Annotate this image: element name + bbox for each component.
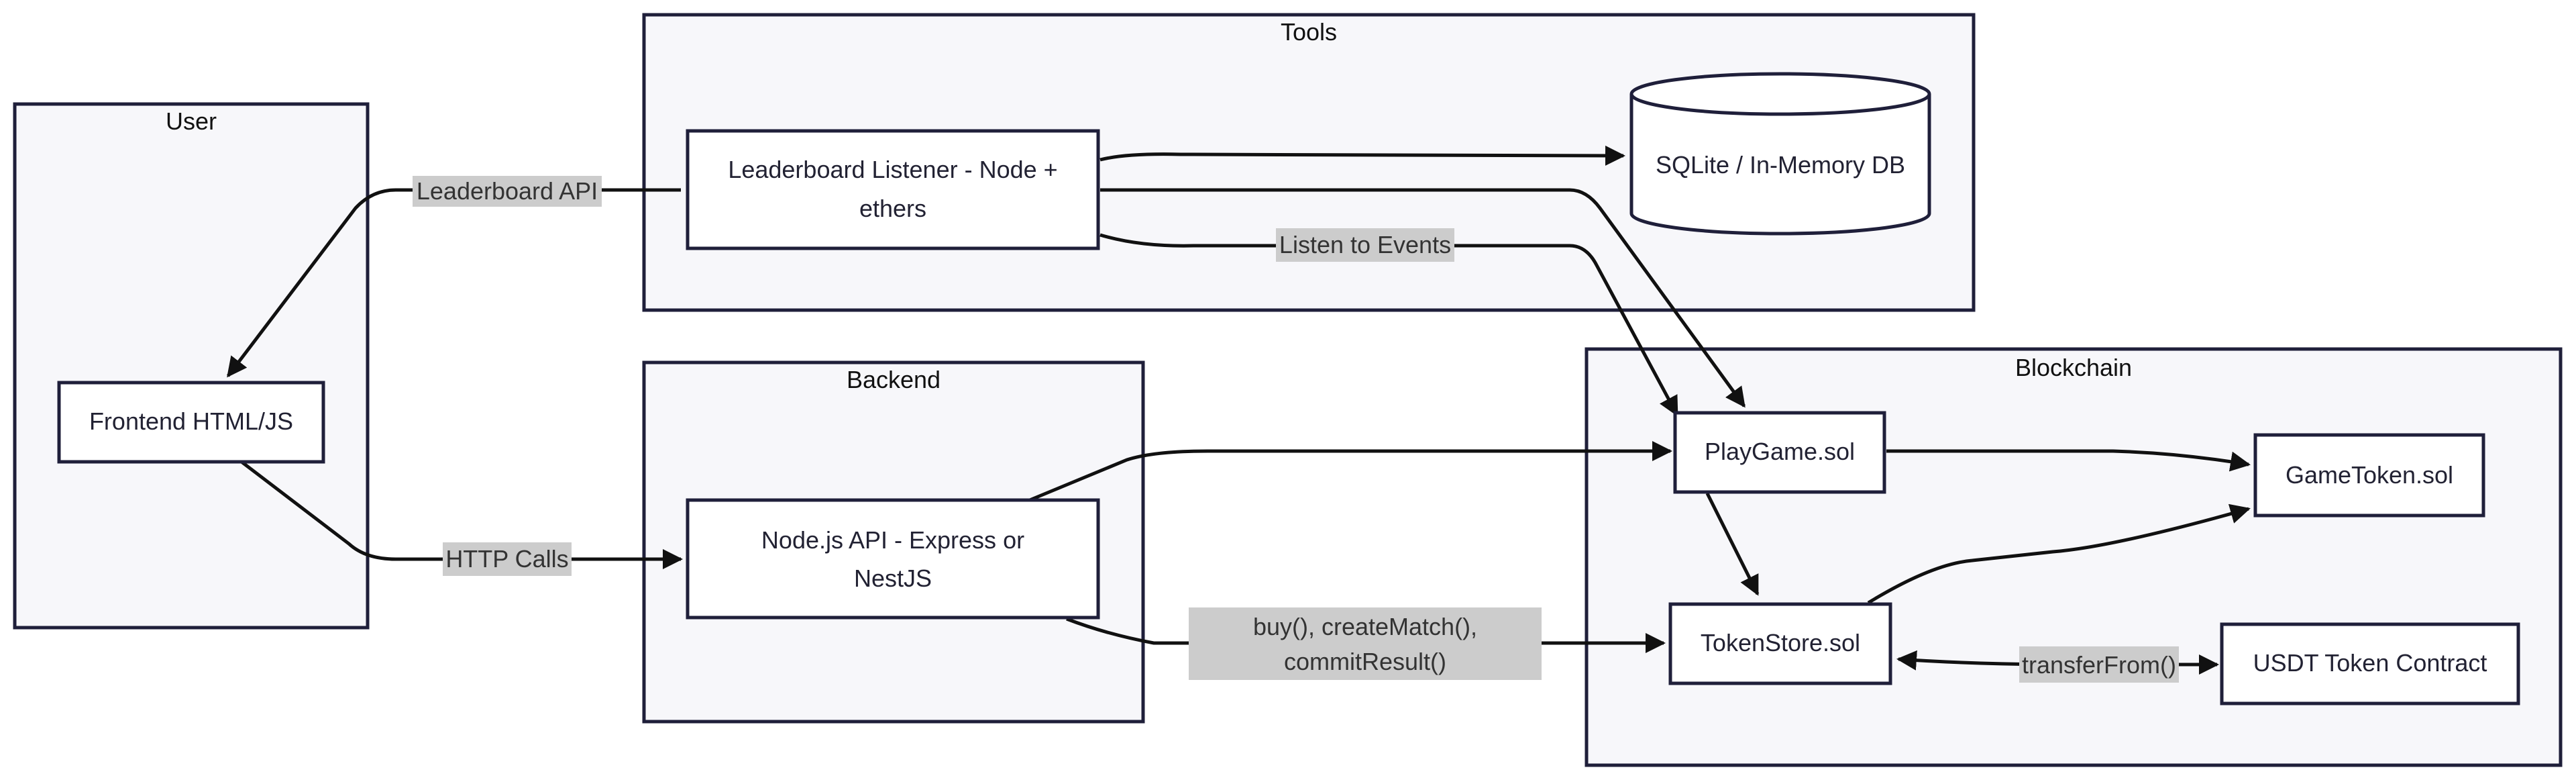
edge-label-text: HTTP Calls [445, 545, 568, 573]
edge-label-bg [2019, 646, 2179, 683]
edge-label-text-line2: commitResult() [1284, 648, 1446, 675]
node-usdt-contract-box[interactable] [2220, 622, 2520, 705]
node-nodejs-api[interactable]: Node.js API - Express or NestJS [686, 498, 1100, 620]
edge-leaderboard-api [227, 188, 681, 378]
edge-label-transfer-from: transferFrom() [2019, 646, 2179, 683]
node-leaderboard-listener[interactable]: Leaderboard Listener - Node + ethers [686, 129, 1100, 250]
edge-label-text: transferFrom() [2022, 651, 2176, 679]
edge-label-bg [1276, 228, 1454, 262]
database-cylinder-top [1629, 72, 1931, 116]
node-gametoken-box[interactable] [2253, 433, 2485, 518]
user-group-box [13, 102, 370, 630]
edge-label-http-calls: HTTP Calls [443, 542, 572, 576]
edge-label-leaderboard-api: Leaderboard API [413, 176, 602, 207]
node-usdt-contract-label: USDT Token Contract [2253, 649, 2487, 677]
edge-tokenstore-to-gametoken [1867, 503, 2251, 605]
node-frontend-box[interactable] [57, 381, 325, 464]
edge-api-to-playgame [1029, 441, 1672, 502]
node-sqlite-label: SQLite / In-Memory DB [1656, 151, 1905, 179]
node-usdt-contract[interactable]: USDT Token Contract [2220, 622, 2520, 705]
node-leaderboard-listener-label-line1: Leaderboard Listener - Node + [728, 156, 1057, 183]
node-tokenstore[interactable]: TokenStore.sol [1668, 602, 1892, 685]
node-leaderboard-listener-label-line2: ethers [859, 195, 926, 222]
node-nodejs-api-box[interactable] [686, 498, 1100, 620]
edge-label-text: Leaderboard API [417, 177, 598, 205]
edge-label-bg [443, 542, 572, 576]
user-group-label: User [166, 107, 217, 135]
node-sqlite-db[interactable]: SQLite / In-Memory DB [1629, 72, 1931, 236]
edge-api-to-tokenstore [1066, 617, 1666, 653]
node-frontend-label: Frontend HTML/JS [89, 407, 293, 435]
edge-label-listen-events: Listen to Events [1276, 228, 1454, 262]
node-nodejs-api-label-line1: Node.js API - Express or [761, 526, 1024, 554]
blockchain-group-label: Blockchain [2015, 354, 2132, 381]
node-tokenstore-box[interactable] [1668, 602, 1892, 685]
node-leaderboard-listener-box[interactable] [686, 129, 1100, 250]
edge-label-text-line1: buy(), createMatch(), [1253, 613, 1477, 640]
edge-http-calls [240, 460, 683, 569]
tools-group-label: Tools [1281, 18, 1337, 46]
node-playgame-box[interactable] [1673, 411, 1886, 494]
edge-listener-to-playgame [1100, 188, 1746, 408]
edge-label-bg [1189, 607, 1542, 680]
edge-label-text: Listen to Events [1279, 231, 1451, 258]
user-group: User [13, 102, 370, 630]
node-nodejs-api-label-line2: NestJS [854, 565, 932, 592]
database-cylinder-icon[interactable] [1629, 94, 1931, 236]
edge-listen-to-events [1099, 233, 1679, 417]
node-frontend[interactable]: Frontend HTML/JS [57, 381, 325, 464]
edge-playgame-to-gametoken [1886, 449, 2251, 472]
edge-playgame-to-tokenstore [1705, 492, 1760, 596]
node-playgame-label: PlayGame.sol [1705, 438, 1855, 465]
edge-label-bg [413, 176, 602, 207]
edge-listener-to-sqlite [1099, 145, 1625, 166]
node-tokenstore-label: TokenStore.sol [1701, 629, 1860, 656]
edge-label-contract-calls: buy(), createMatch(), commitResult() [1189, 607, 1542, 680]
backend-group-label: Backend [847, 366, 941, 393]
node-playgame[interactable]: PlayGame.sol [1673, 411, 1886, 494]
node-gametoken-label: GameToken.sol [2286, 461, 2453, 489]
node-gametoken[interactable]: GameToken.sol [2253, 433, 2485, 518]
